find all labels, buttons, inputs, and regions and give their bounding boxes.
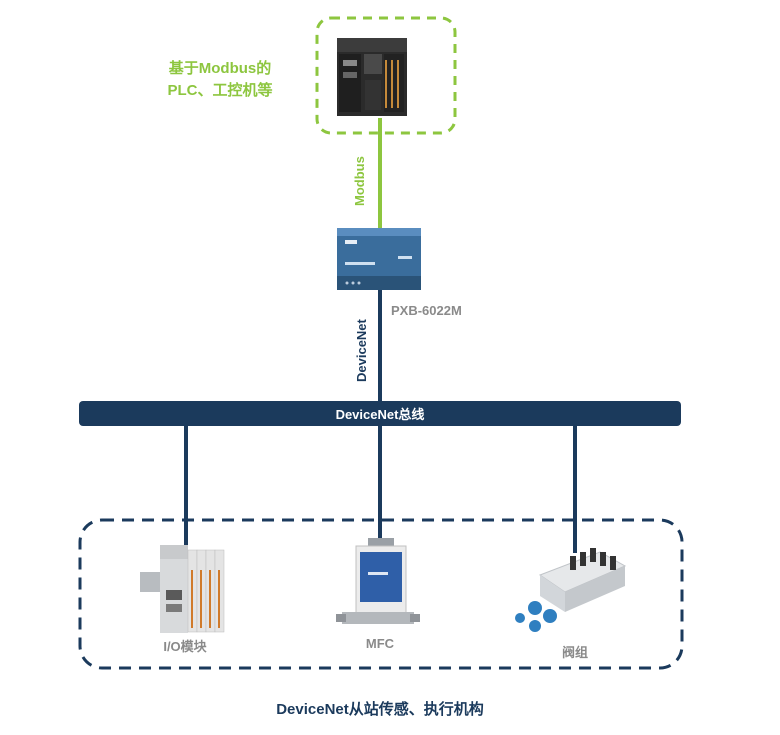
plc-device-icon <box>337 38 407 116</box>
devicenet-vertical-label: DeviceNet <box>354 319 369 382</box>
gateway-label: PXB-6022M <box>391 303 462 318</box>
device-label-valve: 阀组 <box>561 645 588 660</box>
top-device-label: 基于Modbus的 PLC、工控机等 <box>150 58 290 102</box>
devicenet-bus-bar <box>79 401 681 426</box>
modbus-vertical-label: Modbus <box>352 156 367 206</box>
slave-dashed-frame <box>78 518 684 670</box>
mfc-device-icon <box>336 538 420 624</box>
gateway-device-icon <box>337 228 421 290</box>
modbus-vertical-label-text: Modbus <box>352 156 367 206</box>
devicenet-vertical-label-text: DeviceNet <box>354 319 369 382</box>
device-label-io: I/O模块 <box>163 639 207 654</box>
device-label-mfc: MFC <box>365 636 395 651</box>
bus-label: DeviceNet总线 <box>335 407 425 422</box>
plc-dashed-frame <box>315 16 457 135</box>
bottom-caption: DeviceNet从站传感、执行机构 <box>276 701 484 718</box>
io-module-icon <box>140 545 225 633</box>
top-device-label-line2: PLC、工控机等 <box>167 82 273 99</box>
valve-manifold-icon <box>515 548 627 632</box>
top-device-label-line1: 基于Modbus的 <box>168 60 272 77</box>
